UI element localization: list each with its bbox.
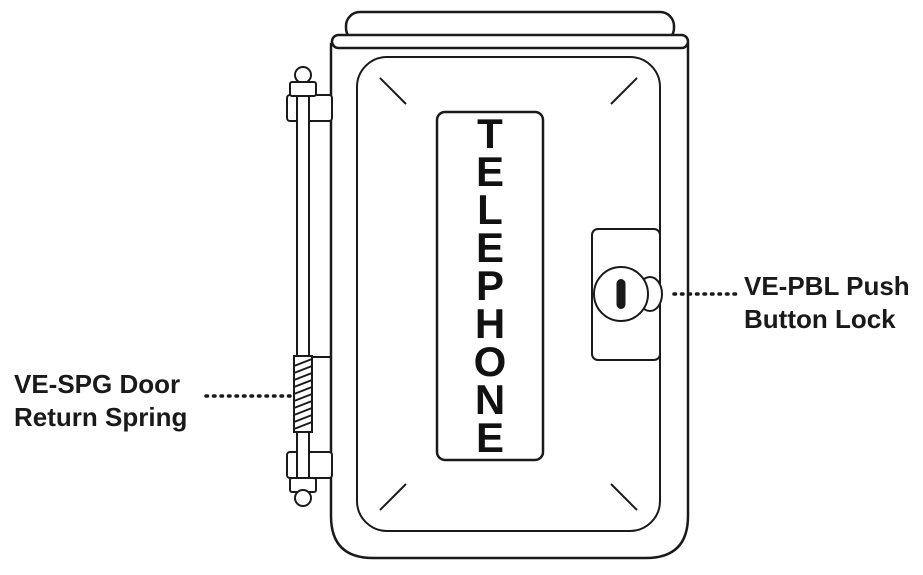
hinge-pin-bottom xyxy=(294,489,312,507)
spring-callout: VE-SPG Door Return Spring xyxy=(14,368,187,434)
push-button-lock xyxy=(591,228,663,361)
corner-mark-bottom-right xyxy=(610,483,638,511)
hinge-pin-top xyxy=(294,66,312,84)
hinge-cap-top xyxy=(289,81,317,97)
lock-callout-line1: VE-PBL Push xyxy=(744,271,910,301)
lock-callout: VE-PBL Push Button Lock xyxy=(744,270,910,336)
spring-callout-line1: VE-SPG Door xyxy=(14,369,181,399)
corner-mark-bottom-left xyxy=(379,483,407,511)
lock-keyhole-slot xyxy=(616,279,626,309)
telephone-label: TELEPHONE xyxy=(473,110,507,461)
hinge-assembly xyxy=(286,66,333,507)
spring-callout-line2: Return Spring xyxy=(14,402,188,432)
lock-callout-line2: Button Lock xyxy=(744,304,896,334)
corner-mark-top-left xyxy=(379,77,407,105)
enclosure-lid-edge xyxy=(330,33,690,50)
corner-marks xyxy=(379,77,638,511)
telephone-nameplate: TELEPHONE xyxy=(437,112,543,460)
spring-coil-hatch xyxy=(293,358,313,430)
leader-lines xyxy=(204,292,738,398)
telephone-nameplate-panel xyxy=(435,110,545,462)
corner-mark-top-right xyxy=(610,77,638,105)
